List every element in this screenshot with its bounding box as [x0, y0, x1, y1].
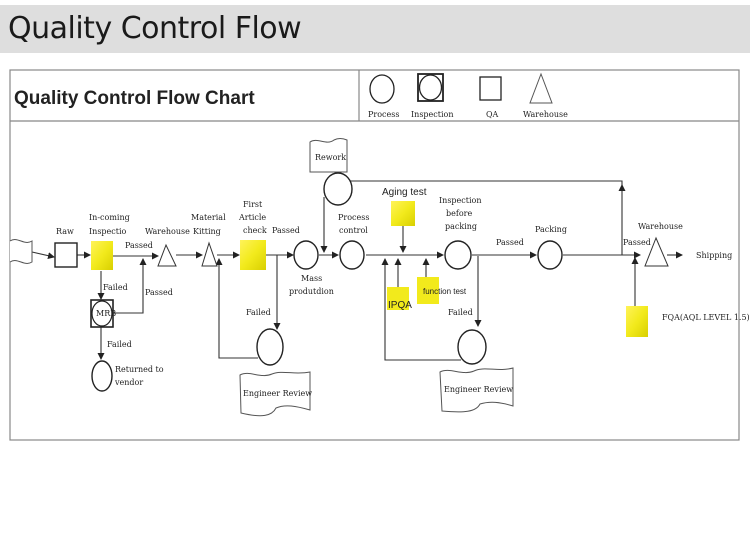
- engineer-review-1-document-node: [239, 371, 311, 417]
- raw-label: Raw: [56, 227, 74, 236]
- failed-label-3: Failed: [448, 308, 473, 317]
- process-label-1: Process: [338, 213, 369, 222]
- legend-process-label: Process: [368, 110, 399, 119]
- process-label-2: control: [339, 226, 368, 235]
- legend-inspection-circle-icon: [418, 74, 443, 101]
- legend-warehouse-label: Warehouse: [523, 110, 568, 119]
- warehouse-1-label: Warehouse: [145, 227, 190, 236]
- passed-label-2: Passed: [145, 288, 173, 297]
- aging-test-node: [391, 201, 415, 226]
- edge-mrb-warehouse: [113, 258, 147, 314]
- legend-inspection-label: Inspection: [411, 110, 454, 119]
- material-kitting-node: [201, 241, 218, 267]
- inspection-before-packing-node: [444, 240, 472, 270]
- warehouse-2-node: [644, 236, 669, 267]
- edge-engineer-main: [381, 258, 461, 361]
- mass-production-node: [293, 240, 319, 270]
- rework-label: Rework: [315, 153, 346, 162]
- fqa-label: FQA(AQL LEVEL 1.5): [662, 313, 750, 322]
- rework-document-node: [309, 138, 348, 173]
- engineer-1-label: Engineer Review: [243, 389, 312, 398]
- warehouse-1-node: [157, 243, 177, 267]
- returned-label-2: vendor: [114, 378, 143, 387]
- legend-warehouse-icon: [529, 72, 553, 104]
- failed-label-4: Failed: [107, 340, 132, 349]
- fqa-node: [626, 306, 648, 337]
- engineer-review-1-process-node: [256, 328, 284, 366]
- first-article-node: [240, 240, 266, 270]
- legend-process-icon: [369, 74, 395, 104]
- connectors: [31, 180, 683, 361]
- raw-qa-node: [54, 242, 78, 268]
- function-test-label: function test: [423, 287, 467, 296]
- edge-source-raw: [31, 251, 55, 260]
- process-control-node: [339, 240, 365, 270]
- engineer-review-2-process-node: [457, 329, 487, 365]
- first-label-2: Article: [238, 213, 266, 222]
- passed-label-1: Passed: [125, 241, 153, 250]
- function-test-node: [417, 277, 439, 304]
- inspect-label-3: packing: [445, 222, 477, 231]
- mrb-label: MRB: [96, 309, 116, 318]
- returned-label-1: Returned to: [115, 365, 164, 374]
- passed-label-5: Passed: [623, 238, 651, 247]
- packing-label: Packing: [535, 225, 567, 234]
- engineer-review-2-document-node: [439, 367, 514, 413]
- edge-engineer-kitting: [215, 258, 258, 359]
- warehouse-2-label: Warehouse: [638, 222, 683, 231]
- failed-label-2: Failed: [246, 308, 271, 317]
- chart-title: Quality Control Flow Chart: [14, 88, 255, 109]
- aging-label: Aging test: [382, 187, 427, 198]
- inspect-label-2: before: [446, 209, 472, 218]
- incoming-inspection-node: [91, 241, 113, 270]
- incoming-label-2: Inspectio: [89, 227, 127, 236]
- passed-label-4: Passed: [496, 238, 524, 247]
- inspect-label-1: Inspection: [439, 196, 482, 205]
- returned-vendor-node: [91, 360, 113, 392]
- passed-label-3: Passed: [272, 226, 300, 235]
- ipqa-node: [387, 287, 409, 310]
- legend: Process Inspection QA Warehouse: [368, 72, 568, 119]
- shipping-label: Shipping: [696, 251, 732, 260]
- packing-node: [537, 240, 563, 270]
- source-document-icon: [9, 239, 33, 264]
- material-label-1: Material: [191, 213, 226, 222]
- legend-inspection-square-icon: [417, 73, 444, 102]
- material-label-2: Kitting: [193, 227, 221, 236]
- page-title: Quality Control Flow: [8, 11, 302, 46]
- mass-label-1: Mass: [301, 274, 322, 283]
- mass-label-2: produtdion: [289, 287, 334, 296]
- ipqa-label: IPQA: [388, 300, 412, 311]
- legend-qa-label: QA: [486, 110, 499, 119]
- failed-label-1: Failed: [103, 283, 128, 292]
- first-label-3: check: [243, 226, 267, 235]
- legend-qa-icon: [479, 76, 502, 101]
- title-bar: Quality Control Flow: [0, 5, 750, 53]
- engineer-2-label: Engineer Review: [444, 385, 513, 394]
- edge-rework-top: [338, 180, 623, 185]
- mrb-circle-node: [91, 300, 113, 327]
- first-label-1: First: [243, 200, 263, 209]
- rework-process-node: [323, 172, 353, 206]
- incoming-label-1: In-coming: [89, 213, 130, 222]
